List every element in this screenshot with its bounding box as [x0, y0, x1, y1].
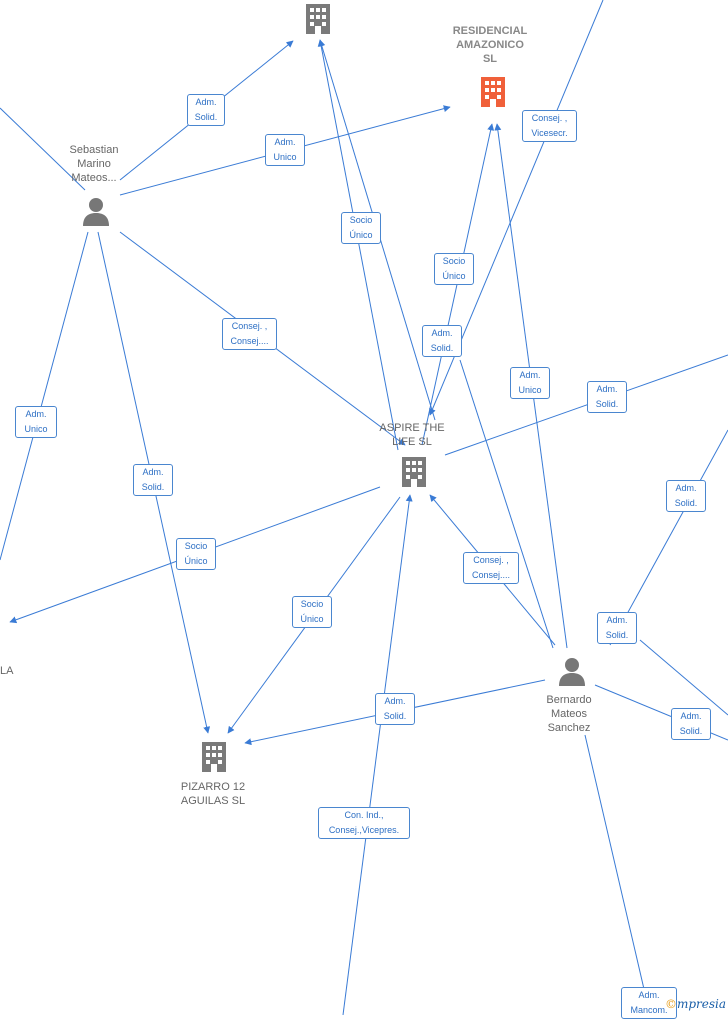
edge-label[interactable]: Adm. Unico — [265, 134, 305, 166]
pizarro-building-icon[interactable] — [199, 740, 229, 774]
edge-label[interactable]: Socio Único — [292, 596, 332, 628]
edge-label[interactable]: Adm. Solid. — [666, 480, 706, 512]
edge-line — [444, 354, 728, 456]
edge-label[interactable]: Socio Único — [341, 212, 381, 244]
edge-label[interactable]: Adm. Solid. — [133, 464, 173, 496]
edge-label[interactable]: Adm. Solid. — [587, 381, 627, 413]
residencial-building-icon[interactable] — [478, 75, 508, 109]
bernardo-label[interactable]: Bernardo Mateos Sanchez — [546, 694, 592, 734]
bernardo-person-icon[interactable] — [557, 656, 587, 688]
edge-line — [317, 39, 399, 451]
edge-label[interactable]: Socio Único — [434, 253, 474, 285]
edge-label[interactable]: Socio Único — [176, 538, 216, 570]
edge-label[interactable]: Adm. Solid. — [597, 612, 637, 644]
edge-line — [342, 494, 413, 1015]
edge-label[interactable]: Consej. , Consej.... — [222, 318, 277, 350]
edge-label[interactable]: Adm. Solid. — [187, 94, 225, 126]
residencial-label[interactable]: RESIDENCIAL AMAZONICO SL — [452, 25, 528, 65]
edge-label[interactable]: Con. Ind., Consej.,Vicepres. — [318, 807, 410, 839]
edge-line — [0, 231, 89, 561]
edge-label[interactable]: Adm. Solid. — [671, 708, 711, 740]
edge-line — [459, 359, 554, 649]
pizarro-label[interactable]: PIZARRO 12 AGUILAS SL — [180, 781, 246, 807]
aspire-label[interactable]: ASPIRE THE LIFE SL — [379, 422, 445, 448]
edge-line — [584, 734, 651, 1015]
aspire-building-icon[interactable] — [399, 455, 429, 489]
top-company-building-icon[interactable] — [303, 2, 333, 36]
edge-label[interactable]: Consej. , Consej.... — [463, 552, 519, 584]
edge-line — [0, 107, 86, 191]
sebastian-label[interactable]: Sebastian Marino Mateos... — [69, 144, 119, 184]
edge-label[interactable]: Adm. Unico — [15, 406, 57, 438]
edge-label[interactable]: Adm. Solid. — [422, 325, 462, 357]
edge-line — [609, 429, 728, 646]
edge-line — [639, 639, 728, 716]
watermark: ©mpresia — [664, 997, 726, 1011]
edge-label[interactable]: Adm. Solid. — [375, 693, 415, 725]
edge-label[interactable]: Adm. Unico — [510, 367, 550, 399]
sebastian-person-icon[interactable] — [81, 196, 111, 228]
partial-left-label[interactable]: LA — [0, 665, 14, 677]
edge-label[interactable]: Consej. , Vicesecr. — [522, 110, 577, 142]
